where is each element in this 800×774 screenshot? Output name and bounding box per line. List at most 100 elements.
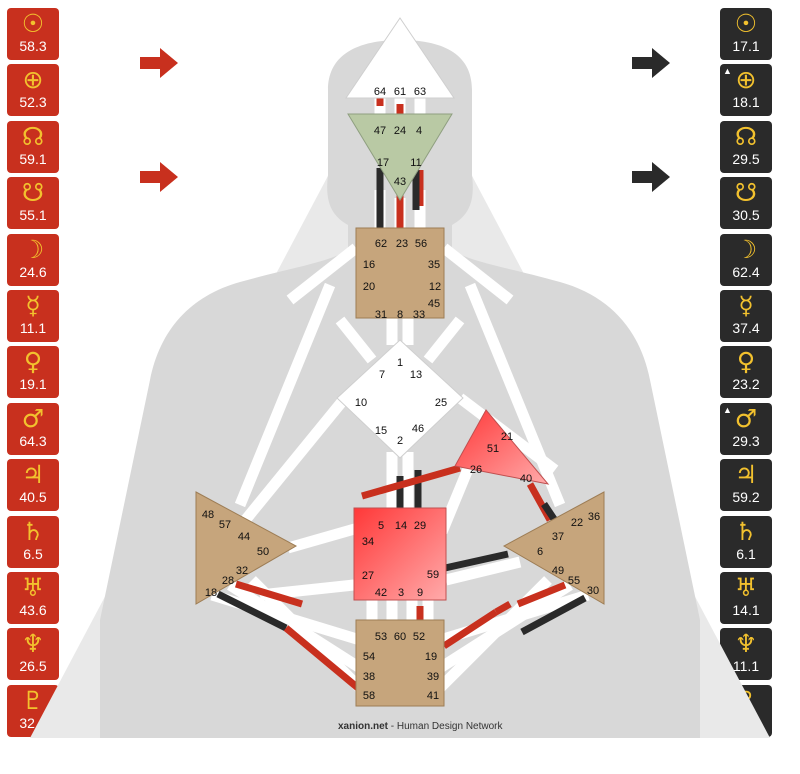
spleen-center [195,491,298,605]
gate-number: 18 [205,587,217,599]
credit-site: xanion.net [338,721,389,732]
sun-icon: ☉ [21,9,45,38]
gate-number: 3 [398,587,404,599]
channel-line [286,243,360,305]
exaltation-triangle-icon: ▲ [723,66,732,77]
gate-number: 21 [501,431,513,443]
design-value: 43.6 [19,601,47,618]
mars-icon: ♂ [734,403,758,433]
personality-value: 17.1 [732,38,760,54]
pluto-icon: ♇ [21,685,45,715]
design-tile: ⊕52.3 [7,64,59,117]
sacral-center [353,507,447,601]
gate-number: 12 [429,281,441,293]
design-tile: ♂64.3 [7,402,59,455]
gate-number: 34 [362,536,374,548]
gate-number: 55 [568,575,580,587]
design-value: 64.3 [19,432,47,449]
gate-number: 37 [552,531,564,543]
gate-number: 43 [394,176,406,188]
activation-stripe [216,590,288,632]
personality-value: 62.4 [732,263,760,280]
credit-rest: - Human Design Network [388,721,503,732]
personality-tile: ☉17.1 [720,8,772,60]
channel-line [248,576,364,692]
earth-icon: ⊕ [22,65,44,95]
root-center [355,619,445,707]
channel-line [464,282,566,508]
solar-plexus-center [502,491,605,605]
design-value: 55.1 [19,207,47,224]
activation-stripe [361,464,461,500]
channel-line [440,243,514,305]
design-value: 40.5 [19,489,47,506]
uranus-icon: ♅ [734,572,758,602]
activation-stripe [520,594,587,636]
personality-tile: ☽62.4 [720,233,772,286]
personality-tile: ⊕18.1▲ [720,64,772,117]
gate-number: 35 [428,259,440,271]
personality-value: 59.2 [732,489,760,506]
gate-number: 59 [427,569,439,581]
gate-number: 61 [394,86,406,98]
channel-line [286,522,360,554]
design-value: 26.5 [19,658,47,675]
personality-tile: ♄6.1 [720,515,772,568]
personality-tile: ☋30.5 [720,177,772,230]
design-tile: ♆26.5 [7,628,59,681]
throat-center [355,227,445,319]
personality-tile: ☿37.4 [720,289,772,342]
gate-number: 23 [396,238,408,250]
gate-number: 28 [222,575,234,587]
gate-number: 17 [377,157,389,169]
personality-value: 11.1 [732,658,760,675]
channel-line [335,316,377,364]
jupiter-icon: ♃ [21,460,45,490]
site-credit: xanion.net - Human Design Network [338,721,503,732]
activation-stripe [283,625,361,691]
design-tile: ☊59.1 [7,120,59,173]
design-column: ☉58.3⊕52.3☊59.1☋55.1☽24.6☿11.1♀19.1♂64.3… [7,8,59,741]
gate-number: 13 [410,369,422,381]
gate-number: 5 [378,520,384,532]
gate-number: 16 [363,259,375,271]
activation-stripe [516,581,567,608]
gate-number: 25 [435,397,447,409]
gate-number: 6 [537,546,543,558]
jupiter-icon: ♃ [734,460,758,490]
gate-number: 15 [375,425,387,437]
design-tile: ☽24.6 [7,233,59,286]
gate-number: 58 [363,690,375,702]
mercury-icon: ☿ [738,290,754,320]
gate-number: 27 [362,570,374,582]
design-tile: ☉58.3 [7,8,59,60]
gate-number: 31 [375,309,387,321]
personality-arrow-top-icon [632,48,670,78]
gate-number: 63 [414,86,426,98]
personality-value: 6.1 [736,545,756,562]
gate-number: 50 [257,546,269,558]
activation-stripe [494,600,512,616]
activation-stripe [444,550,509,572]
design-tile: ♀19.1 [7,346,59,399]
gate-number: 36 [588,511,600,523]
personality-value: 14.1 [732,601,760,618]
ajna-center [347,113,453,201]
gate-number: 24 [394,125,406,137]
south-node-icon: ☋ [21,178,45,208]
personality-tile: ♅14.1 [720,571,772,624]
neptune-icon: ♆ [734,629,758,659]
gate-number: 19 [425,651,437,663]
gate-number: 1 [397,357,403,369]
south-node-icon: ☋ [734,178,758,208]
moon-icon: ☽ [21,234,45,264]
gate-number: 38 [363,671,375,683]
channel-line [423,316,465,364]
g-center [336,339,464,459]
gate-number: 22 [571,517,583,529]
gate-number: 9 [417,587,423,599]
gate-number: 20 [363,281,375,293]
